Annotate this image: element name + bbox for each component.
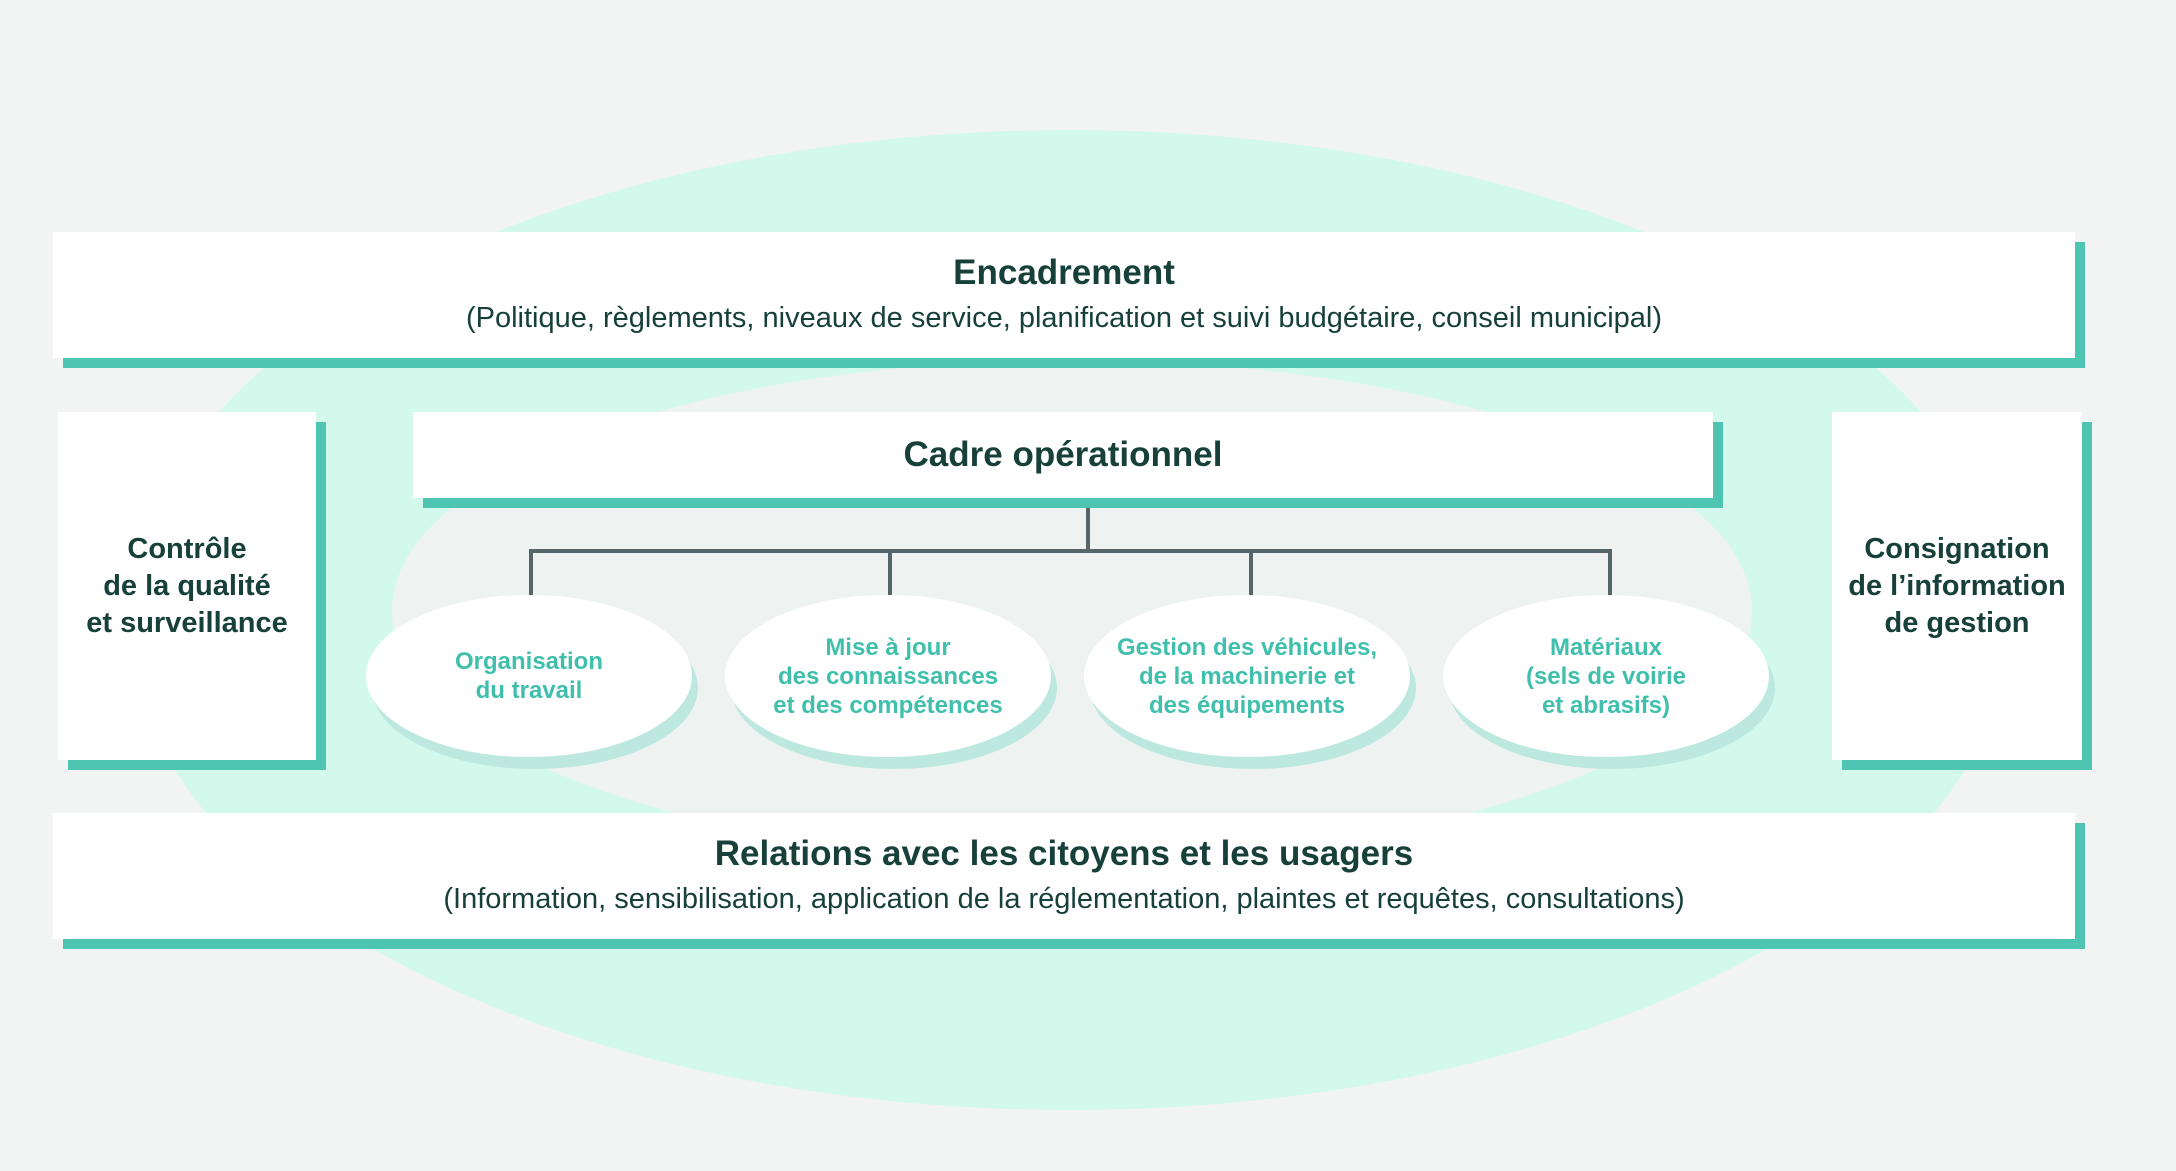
relations-box: Relations avec les citoyens et les usage… [53, 813, 2075, 939]
cadre-operationnel-title: Cadre opérationnel [903, 435, 1223, 474]
quality-control-box: Contrôle de la qualité et surveillance [58, 412, 316, 760]
oval-organisation-travail: Organisation du travail [366, 595, 692, 757]
oval-label: Organisation du travail [454, 648, 604, 704]
oval-mise-a-jour: Mise à jour des connaissances et des com… [725, 595, 1051, 757]
oval-label: Mise à jour des connaissances et des com… [773, 633, 1003, 719]
management-info-box: Consignation de l’information de gestion [1832, 412, 2082, 760]
oval-label: Matériaux (sels de voirie et abrasifs) [1525, 633, 1687, 719]
management-info-label: Consignation de l’information de gestion [1848, 532, 2066, 639]
relations-subtitle: (Information, sensibilisation, applicati… [443, 883, 1685, 916]
cadre-operationnel-box: Cadre opérationnel [413, 412, 1713, 498]
oval-label: Gestion des véhicules, de la machinerie … [1116, 633, 1378, 719]
oval-gestion-vehicules: Gestion des véhicules, de la machinerie … [1084, 595, 1410, 757]
quality-control-label: Contrôle de la qualité et surveillance [86, 532, 288, 639]
relations-title: Relations avec les citoyens et les usage… [714, 834, 1414, 874]
encadrement-title: Encadrement [953, 253, 1175, 293]
encadrement-subtitle: (Politique, règlements, niveaux de servi… [465, 302, 1663, 335]
oval-materiaux: Matériaux (sels de voirie et abrasifs) [1443, 595, 1769, 757]
encadrement-box: Encadrement (Politique, règlements, nive… [53, 232, 2075, 358]
